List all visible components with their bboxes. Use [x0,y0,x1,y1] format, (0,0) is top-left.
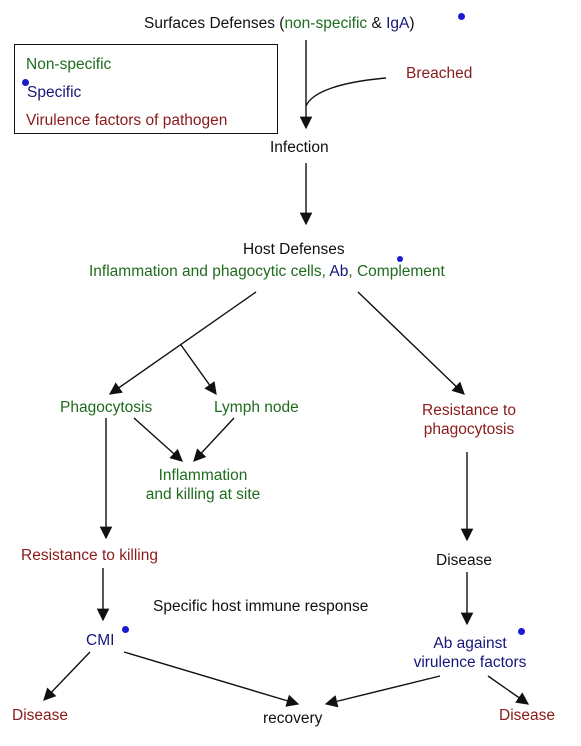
breached-curve [305,77,387,107]
host-comma: , [348,263,353,280]
specific-marker-dot [397,256,403,262]
arrow-host-phagocytosis [108,291,257,395]
host-defenses-list: Inflammation and phagocytic cells, Ab, C… [89,262,445,281]
resistance-phagocytosis-label: Resistance to phagocytosis [404,401,534,439]
arrow-branch-lymph [180,344,217,396]
arrow-cmi-disease [43,651,91,701]
arrow-ab-recovery [324,675,441,708]
cmi-label: CMI [86,632,115,649]
inflammation-site-line2: and killing at site [145,486,261,503]
inflammation-site-label: Inflammation and killing at site [128,466,278,504]
inflammation-site-line1: Inflammation [158,467,248,484]
lymph-node-label: Lymph node [214,399,299,416]
ab-against-line1: Ab against [433,635,507,652]
disease-bottom-right-label: Disease [499,707,555,724]
surface-suffix: ) [409,15,415,32]
host-ab: Ab [329,263,349,280]
resistance-killing-label: Resistance to killing [21,547,158,564]
specific-response-label: Specific host immune response [153,598,369,615]
specific-marker-dot [518,628,525,635]
resistance-phagocytosis-line1: Resistance to [422,402,516,419]
surface-prefix: Surfaces Defenses ( [144,15,285,32]
ab-against-label: Ab against virulence factors [396,634,544,672]
surface-amp: & [367,15,387,32]
legend-nonspecific: Non-specific [26,56,112,73]
breached-label: Breached [406,65,473,82]
host-defenses-title: Host Defenses [243,241,345,258]
phagocytosis-label: Phagocytosis [60,399,153,416]
specific-marker-dot [458,13,465,20]
host-complement: Complement [356,263,445,280]
arrow-lymph-inflammation [193,417,235,462]
recovery-label: recovery [263,710,323,727]
disease-bottom-left-label: Disease [12,707,68,724]
arrow-phago-inflammation [133,417,183,462]
disease-middle-label: Disease [436,552,492,569]
specific-marker-dot [122,626,129,633]
infection-label: Infection [270,139,329,156]
arrow-host-resistance [357,291,465,395]
host-part1: Inflammation and phagocytic cells, [89,263,326,280]
legend-specific: Specific [27,84,82,101]
surface-iga: IgA [386,15,410,32]
specific-marker-dot [22,79,29,86]
legend-virulence: Virulence factors of pathogen [26,112,228,129]
surface-nonspecific: non-specific [284,15,368,32]
surface-defenses-label: Surfaces Defenses (non-specific & IgA) [144,14,415,33]
resistance-phagocytosis-line2: phagocytosis [423,421,515,438]
legend-box [14,44,278,134]
arrow-ab-disease [487,675,530,705]
arrow-cmi-recovery [123,651,300,707]
ab-against-line2: virulence factors [413,654,527,671]
